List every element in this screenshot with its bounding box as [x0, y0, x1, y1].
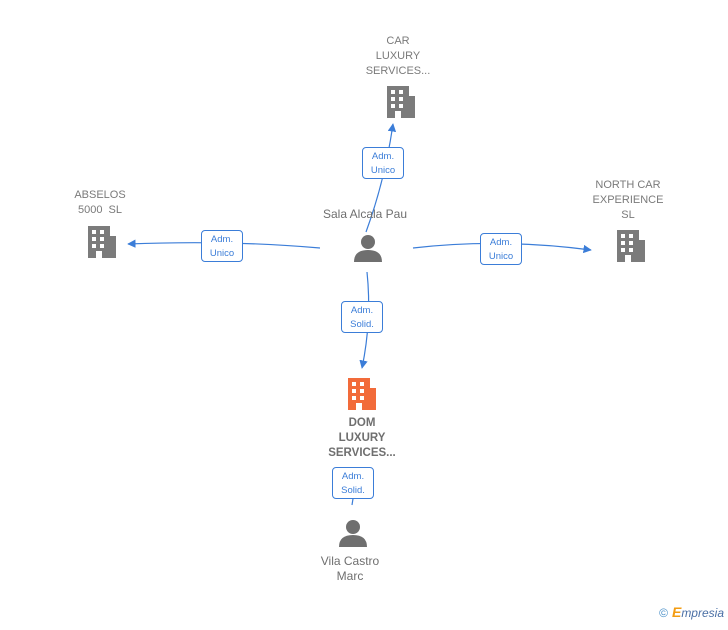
- building-icon[interactable]: [385, 84, 417, 120]
- building-icon[interactable]: [615, 228, 647, 264]
- person-label-vila-castro[interactable]: Vila Castro Marc: [320, 554, 380, 583]
- role-badge-to-dom-luxury: Adm. Solid.: [341, 301, 383, 333]
- building-icon-main[interactable]: [346, 376, 378, 412]
- role-badge-to-car-luxury: Adm. Unico: [362, 147, 404, 179]
- company-label-car-luxury[interactable]: CAR LUXURY SERVICES...: [365, 35, 431, 77]
- brand-e: E: [671, 604, 682, 620]
- company-label-abselos[interactable]: ABSELOS 5000 SL: [74, 189, 126, 216]
- company-label-north-car[interactable]: NORTH CAR EXPERIENCE SL: [592, 179, 664, 221]
- building-icon[interactable]: [86, 224, 118, 260]
- person-icon[interactable]: [353, 233, 383, 263]
- person-icon[interactable]: [338, 518, 368, 548]
- brand-name: mpresia: [681, 606, 724, 620]
- role-badge-to-north-car: Adm. Unico: [480, 233, 522, 265]
- role-badge-to-abselos: Adm. Unico: [201, 230, 243, 262]
- person-label-sala-alcala[interactable]: Sala Alcala Pau: [322, 207, 408, 221]
- role-badge-vila-to-dom: Adm. Solid.: [332, 467, 374, 499]
- empresia-logo[interactable]: ©Empresia: [659, 604, 724, 620]
- company-label-dom-luxury[interactable]: DOM LUXURY SERVICES...: [328, 417, 396, 459]
- copyright-symbol: ©: [659, 606, 668, 620]
